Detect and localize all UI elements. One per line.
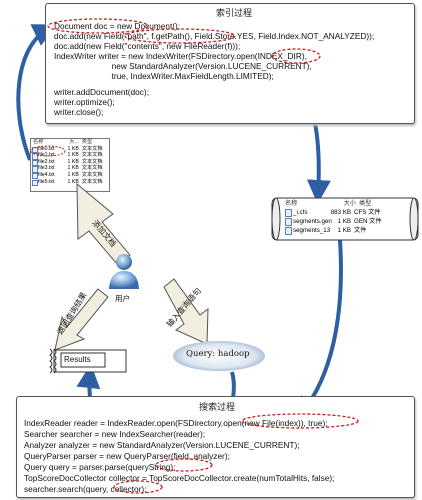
index-code-line: doc.add(new Field("path", f.getPath(), F… (54, 31, 375, 41)
index-code-line: true, IndexWriter.MaxFieldLength.LIMITED… (54, 71, 274, 81)
files-to-document-arrow (16, 24, 58, 161)
source-file-list: 名称 大... 类型 file0.txt 1 KB 文本文档 file1.txt… (30, 138, 110, 192)
header-name: 名称 (285, 200, 298, 207)
query-text: Query: hadoop (186, 349, 250, 359)
file-name: segments.gen (283, 217, 332, 226)
index-code-line: new StandardAnalyzer(Version.LUCENE_CURR… (54, 61, 312, 71)
list-item[interactable]: file3.txt 1 KB 文本文档 (31, 165, 109, 173)
index-code-line: writer.close(); (54, 107, 104, 117)
index-code-line: IndexWriter writer = new IndexWriter(FSD… (54, 51, 307, 61)
list-item[interactable]: _i.cfs 883 KB CFS 文件 (283, 208, 391, 217)
field-highlight (124, 28, 236, 44)
file-name: file1.txt (31, 152, 63, 160)
file-name: file4.txt (31, 172, 63, 180)
querystring-highlight (155, 458, 213, 472)
index-highlights (47, 18, 321, 64)
file-type: 文本文档 (81, 171, 103, 178)
list-item[interactable]: segments_13 1 KB 文件 (283, 226, 391, 235)
file-name: file3.txt (31, 165, 63, 173)
index-code-line: writer.optimize(); (54, 97, 115, 107)
file-size: 883 KB (330, 209, 351, 216)
header-type: 类型 (359, 200, 372, 207)
fsdirectory-highlight (241, 413, 359, 429)
list-item[interactable]: segments.gen 1 KB GEN 文件 (283, 217, 391, 226)
file-size: 1 KB (67, 145, 79, 152)
list-item[interactable]: file0.txt 1 KB 文本文档 (31, 146, 109, 153)
file-size: 1 KB (67, 152, 79, 159)
index-code-line: writer.addDocument(doc); (54, 87, 149, 97)
search-code-line: TopScoreDocCollector collector = TopScor… (24, 473, 335, 483)
file-type: CFS 文件 (354, 209, 381, 216)
index-dir-highlight (271, 48, 321, 64)
file-list-header: 名称 大... 类型 (31, 139, 109, 146)
file-type: GEN 文件 (354, 218, 382, 225)
file-type: 文本文档 (81, 152, 103, 159)
file-type: 文本文档 (81, 178, 103, 185)
collector-highlight (113, 480, 163, 494)
index-files-header: 名称 大小 类型 (283, 199, 391, 208)
file-type: 文件 (354, 227, 367, 234)
header-type: 类型 (81, 139, 93, 145)
user-label: 用户 (115, 294, 130, 303)
index-code-line: doc.add(new Field("contents", new FileRe… (54, 41, 241, 51)
index-code-line: Document doc = new Document(); (54, 21, 181, 31)
index-files-list: 名称 大小 类型 _i.cfs 883 KB CFS 文件 segments.g… (283, 199, 391, 235)
list-item[interactable]: file4.txt 1 KB 文本文档 (31, 171, 109, 180)
results-scroll (49, 348, 127, 374)
return-results-arrow (54, 288, 109, 351)
results-label: Results (64, 355, 91, 364)
file-size: 1 KB (67, 165, 79, 172)
query-bubble (173, 341, 265, 371)
file-type: 文本文档 (81, 165, 103, 172)
document-highlight (47, 18, 149, 34)
file-type: 文本文档 (81, 158, 103, 165)
file-name: file5.txt (31, 179, 63, 186)
search-code-line: Searcher searcher = new IndexSearcher(re… (24, 429, 206, 439)
file0-highlight (30, 145, 66, 157)
search-process-title: 搜索过程 (199, 403, 236, 413)
file-size: 1 KB (67, 171, 79, 178)
file-size: 1 KB (67, 158, 79, 165)
file-name: segments_13 (283, 226, 330, 235)
index-process-panel: 索引过程 Document doc = new Document(); doc.… (45, 3, 415, 124)
header-size: 大小 (343, 200, 356, 207)
file-size: 1 KB (67, 178, 79, 185)
list-item[interactable]: file5.txt 1 KB 文本文档 (31, 179, 109, 186)
header-name: 名称 (33, 139, 44, 145)
header-size: 大... (69, 139, 79, 145)
search-code-line: searcher.search(query, collector); (24, 484, 147, 494)
file-name: file0.txt (31, 146, 63, 153)
search-process-panel: 搜索过程 IndexReader reader = IndexReader.op… (16, 396, 415, 498)
search-code-line: Analyzer analyzer = new StandardAnalyzer… (24, 440, 300, 450)
search-code-line: IndexReader reader = IndexReader.open(FS… (24, 418, 328, 428)
search-code-line: Query query = parser.parse(queryString); (24, 462, 176, 472)
file-name: file2.txt (31, 159, 63, 166)
search-highlights (113, 413, 359, 494)
input-query-arrow (163, 278, 209, 345)
file-size: 1 KB (337, 218, 351, 225)
file-type: 文本文档 (81, 145, 103, 152)
index-files-scroll (271, 197, 419, 241)
index-process-title: 索引过程 (216, 9, 253, 19)
list-item[interactable]: file2.txt 1 KB 文本文档 (31, 159, 109, 166)
list-item[interactable]: file1.txt 1 KB 文本文档 (31, 152, 109, 160)
file-name: _i.cfs (283, 208, 329, 217)
file-size: 1 KB (337, 227, 351, 234)
user-icon[interactable] (106, 251, 142, 291)
search-code-line: QueryParser parser = new QueryParser(fie… (24, 451, 230, 461)
